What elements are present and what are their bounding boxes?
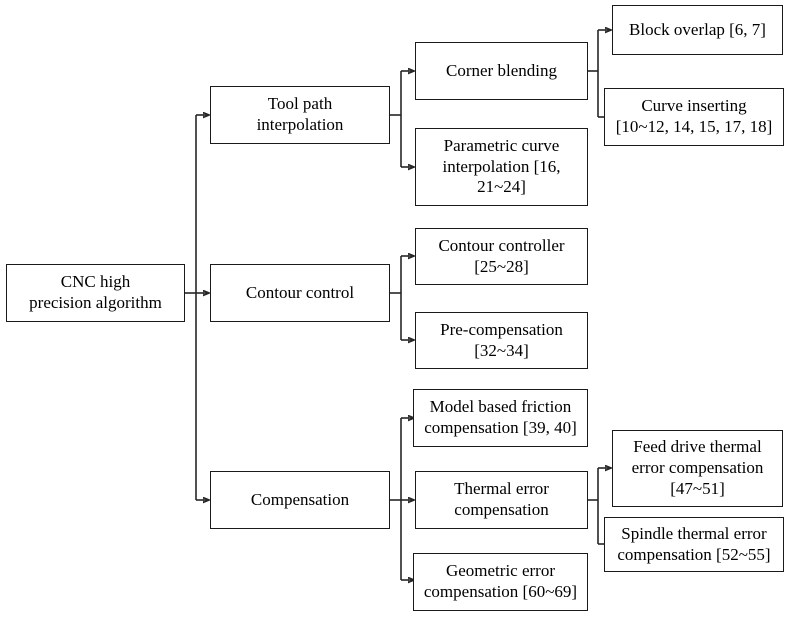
- node-parametric-curve-interpolation-label: Parametric curve interpolation [16, 21~2…: [442, 135, 561, 197]
- node-pre-compensation[interactable]: Pre-compensation [32~34]: [415, 312, 588, 369]
- node-geometric-error-compensation[interactable]: Geometric error compensation [60~69]: [413, 553, 588, 611]
- node-model-based-friction-compensation[interactable]: Model based friction compensation [39, 4…: [413, 389, 588, 447]
- node-spindle-thermal-error-compensation[interactable]: Spindle thermal error compensation [52~5…: [604, 517, 784, 572]
- node-model-based-friction-compensation-label: Model based friction compensation [39, 4…: [424, 397, 577, 437]
- node-contour-control-label: Contour control: [245, 282, 355, 302]
- node-contour-controller[interactable]: Contour controller [25~28]: [415, 228, 588, 285]
- node-contour-controller-label: Contour controller [25~28]: [438, 235, 565, 276]
- node-pre-compensation-label: Pre-compensation [32~34]: [440, 319, 563, 360]
- node-feed-drive-thermal-error-compensation[interactable]: Feed drive thermal error compensation [4…: [612, 430, 783, 507]
- node-root-label: CNC high precision algorithm: [29, 272, 162, 312]
- node-parametric-curve-interpolation[interactable]: Parametric curve interpolation [16, 21~2…: [415, 128, 588, 206]
- node-compensation-label: Compensation: [250, 489, 350, 509]
- node-block-overlap-label: Block overlap [6, 7]: [629, 19, 766, 39]
- node-corner-blending-label: Corner blending: [446, 60, 557, 80]
- node-thermal-error-compensation-label: Thermal error compensation: [454, 479, 549, 519]
- node-tool-path-interpolation-label: Tool path interpolation: [256, 94, 344, 134]
- node-feed-drive-thermal-error-compensation-label: Feed drive thermal error compensation [4…: [631, 437, 764, 498]
- node-corner-blending[interactable]: Corner blending: [415, 42, 588, 100]
- node-tool-path-interpolation[interactable]: Tool path interpolation: [210, 86, 390, 144]
- node-contour-control[interactable]: Contour control: [210, 264, 390, 322]
- node-block-overlap[interactable]: Block overlap [6, 7]: [612, 5, 783, 55]
- node-root[interactable]: CNC high precision algorithm: [6, 264, 185, 322]
- node-thermal-error-compensation[interactable]: Thermal error compensation: [415, 471, 588, 529]
- node-spindle-thermal-error-compensation-label: Spindle thermal error compensation [52~5…: [617, 523, 771, 564]
- node-geometric-error-compensation-label: Geometric error compensation [60~69]: [423, 561, 578, 601]
- node-curve-inserting-label: Curve inserting [10~12, 14, 15, 17, 18]: [615, 96, 773, 136]
- node-curve-inserting[interactable]: Curve inserting [10~12, 14, 15, 17, 18]: [604, 88, 784, 146]
- node-compensation[interactable]: Compensation: [210, 471, 390, 529]
